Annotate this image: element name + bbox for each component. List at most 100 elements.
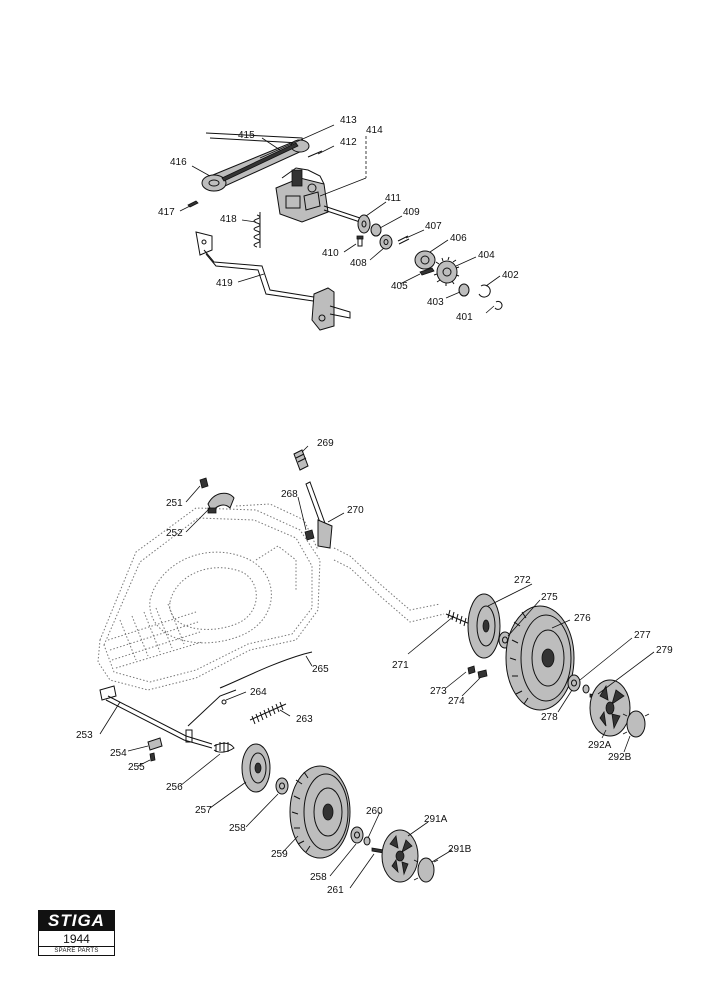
label-256: 256	[166, 782, 183, 793]
part-403-washer	[458, 283, 470, 297]
part-415-drive-arm	[201, 132, 310, 192]
label-404: 404	[478, 250, 495, 261]
label-253: 253	[76, 730, 93, 741]
label-410: 410	[322, 248, 339, 259]
label-277: 277	[634, 630, 651, 641]
part-407-pin	[397, 235, 410, 245]
label-406: 406	[450, 233, 467, 244]
part-258-hub-rear	[350, 826, 364, 844]
part-265-cable	[219, 651, 313, 689]
part-408-washer	[379, 234, 393, 250]
label-268: 268	[281, 489, 298, 500]
label-278: 278	[541, 712, 558, 723]
label-418: 418	[220, 214, 237, 225]
part-256-spring	[213, 742, 235, 753]
stiga-logo: STIGA 1944 SPARE PARTS	[38, 910, 115, 956]
logo-year: 1944	[39, 931, 114, 947]
part-257-wheel-disc	[241, 743, 271, 793]
part-263-spring	[249, 701, 287, 725]
label-252: 252	[166, 528, 183, 539]
part-292a-hubcap	[589, 679, 631, 737]
part-291a-hubcap	[381, 829, 419, 883]
label-263: 263	[296, 714, 313, 725]
part-260-washer	[363, 836, 371, 846]
label-411: 411	[385, 193, 401, 204]
label-292b: 292B	[608, 752, 632, 763]
label-255: 255	[128, 762, 145, 773]
part-274-bolt	[477, 669, 488, 679]
part-409-washer	[370, 223, 382, 237]
label-276: 276	[574, 613, 591, 624]
part-291b-cap	[413, 857, 439, 883]
label-264: 264	[250, 687, 267, 698]
label-414: 414	[366, 125, 383, 136]
label-251: 251	[166, 498, 183, 509]
part-251-screw	[199, 477, 209, 489]
part-259-front-wheel	[289, 765, 351, 859]
part-292b-cap	[622, 710, 650, 738]
part-268-screw	[304, 529, 315, 541]
label-274: 274	[448, 696, 465, 707]
part-411-bearing	[357, 214, 371, 234]
part-252-clip	[207, 492, 235, 514]
label-271: 271	[392, 660, 409, 671]
label-254: 254	[110, 748, 127, 759]
part-402-clip	[478, 284, 491, 298]
label-292a: 292A	[588, 740, 612, 751]
label-403: 403	[427, 297, 444, 308]
label-260: 260	[366, 806, 383, 817]
label-273: 273	[430, 686, 447, 697]
logo-subtitle: SPARE PARTS	[54, 948, 99, 954]
part-414-gearbox	[275, 167, 361, 223]
label-402: 402	[502, 270, 519, 281]
upper-assembly: 413 415 414 412 416 417 418 411 409 407 …	[158, 115, 519, 331]
part-269-grip	[293, 449, 309, 471]
part-419-control-rod	[195, 231, 351, 331]
part-418-spring	[253, 212, 261, 248]
label-419: 419	[216, 278, 233, 289]
label-259: 259	[271, 849, 288, 860]
part-401-ring	[494, 300, 503, 310]
label-409: 409	[403, 207, 420, 218]
part-410-bolt	[356, 235, 364, 247]
label-407: 407	[425, 221, 442, 232]
label-261: 261	[327, 885, 344, 896]
part-273-nut	[467, 665, 476, 675]
label-413: 413	[340, 115, 357, 126]
label-415: 415	[238, 130, 255, 141]
label-270: 270	[347, 505, 364, 516]
part-271-spring	[445, 609, 471, 627]
label-269: 269	[317, 438, 334, 449]
part-264-link	[187, 689, 237, 727]
label-291b: 291B	[448, 844, 472, 855]
part-406-hub	[414, 250, 436, 270]
part-278-hub	[567, 674, 581, 692]
label-291a: 291A	[424, 814, 448, 825]
lower-leaders	[99, 445, 655, 889]
part-270-lever	[305, 481, 333, 549]
label-265: 265	[312, 664, 329, 675]
label-408: 408	[350, 258, 367, 269]
part-404-gear	[433, 256, 460, 286]
label-416: 416	[170, 157, 187, 168]
part-255-screw	[149, 752, 156, 762]
label-417: 417	[158, 207, 175, 218]
part-254-bracket	[147, 737, 163, 751]
logo-brand: STIGA	[39, 911, 114, 931]
label-401: 401	[456, 312, 473, 323]
part-253-rod	[99, 685, 213, 749]
part-258-hub-front	[275, 777, 289, 795]
lower-assembly: 269 251 268 270 252 272 275 276 277 279 …	[76, 438, 673, 896]
label-279: 279	[656, 645, 673, 656]
label-258a: 258	[229, 823, 246, 834]
mower-deck-outline	[97, 503, 321, 691]
label-272: 272	[514, 575, 531, 586]
label-405: 405	[391, 281, 408, 292]
part-277-washer	[582, 684, 590, 694]
part-405-key	[419, 267, 435, 276]
part-272-wheel-disc	[467, 593, 501, 659]
label-257: 257	[195, 805, 212, 816]
label-412: 412	[340, 137, 357, 148]
rear-axle-outline	[333, 547, 441, 611]
